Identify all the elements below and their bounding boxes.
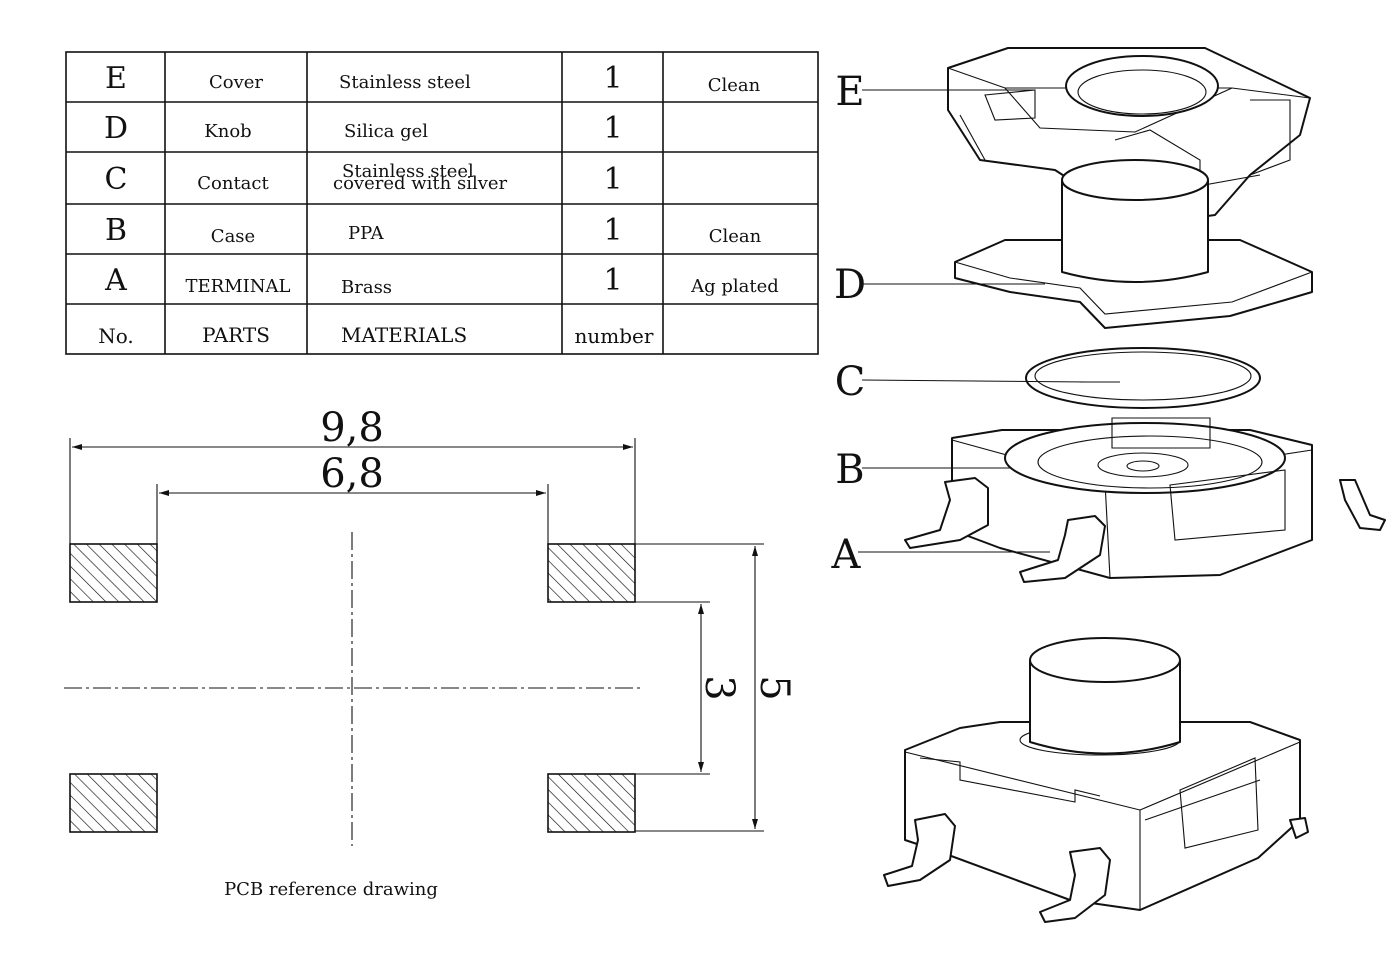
exploded-view: E D C B A	[831, 47, 1386, 583]
pcb-pad	[69, 773, 158, 833]
pcb-reference-drawing: 9,8 6,8 3 5 PCB reference drawing	[64, 405, 797, 900]
part-note: Clean	[709, 226, 762, 247]
callout-label-a: A	[831, 532, 862, 578]
part-name: Knob	[204, 121, 251, 142]
table-header-row: No. PARTS MATERIALS number	[98, 323, 654, 348]
part-name: Cover	[209, 72, 263, 93]
part-note: Ag plated	[690, 276, 779, 297]
callout-label-c: C	[835, 359, 866, 405]
part-id: D	[104, 111, 128, 146]
pcb-pad	[547, 773, 636, 833]
callout-label-e: E	[835, 69, 864, 115]
pcb-caption: PCB reference drawing	[224, 879, 438, 900]
part-material: Brass	[341, 277, 392, 298]
part-id: A	[104, 263, 127, 298]
part-material-line2: covered with silver	[333, 173, 508, 194]
part-material: Silica gel	[344, 121, 428, 142]
callout-label-d: D	[834, 262, 866, 308]
part-name: Contact	[197, 173, 269, 194]
part-qty: 1	[603, 162, 622, 197]
table-row: E Cover Stainless steel 1 Clean	[105, 61, 761, 96]
part-material: Stainless steel	[342, 161, 474, 182]
table-row: A TERMINAL Brass 1 Ag plated	[104, 263, 779, 298]
table-row: C Contact Stainless steel covered with s…	[105, 161, 623, 197]
dim-inner-height: 3	[696, 675, 742, 700]
case-part-drawing	[904, 417, 1386, 583]
part-qty: 1	[603, 111, 622, 146]
callout-label-b: B	[835, 447, 864, 493]
part-id: C	[105, 162, 128, 197]
callout-leader-c	[861, 379, 1089, 383]
dim-outer-width: 9,8	[320, 405, 384, 451]
part-name: TERMINAL	[186, 276, 291, 297]
cover-part-drawing	[947, 47, 1311, 226]
part-name: Case	[211, 226, 255, 247]
part-id: E	[105, 61, 127, 96]
parts-table: E Cover Stainless steel 1 Clean D Knob S…	[65, 51, 819, 355]
part-material: PPA	[348, 223, 385, 244]
part-id: B	[105, 213, 127, 248]
header-parts: PARTS	[202, 323, 270, 347]
contact-part-drawing	[1025, 347, 1261, 409]
header-number: number	[575, 324, 654, 348]
part-qty: 1	[603, 263, 622, 298]
pcb-pad	[69, 543, 158, 603]
part-qty: 1	[603, 213, 622, 248]
dim-outer-height: 5	[751, 675, 797, 700]
assembled-switch-drawing	[883, 637, 1309, 923]
table-row: D Knob Silica gel 1	[104, 111, 623, 146]
knob-part-drawing	[954, 159, 1313, 329]
table-row: B Case PPA 1 Clean	[105, 213, 762, 248]
part-material: Stainless steel	[339, 72, 471, 93]
dim-inner-width: 6,8	[320, 451, 384, 497]
header-materials: MATERIALS	[341, 323, 467, 347]
header-no: No.	[98, 324, 134, 348]
pcb-pad	[547, 543, 636, 603]
part-qty: 1	[603, 61, 622, 96]
part-note: Clean	[708, 75, 761, 96]
